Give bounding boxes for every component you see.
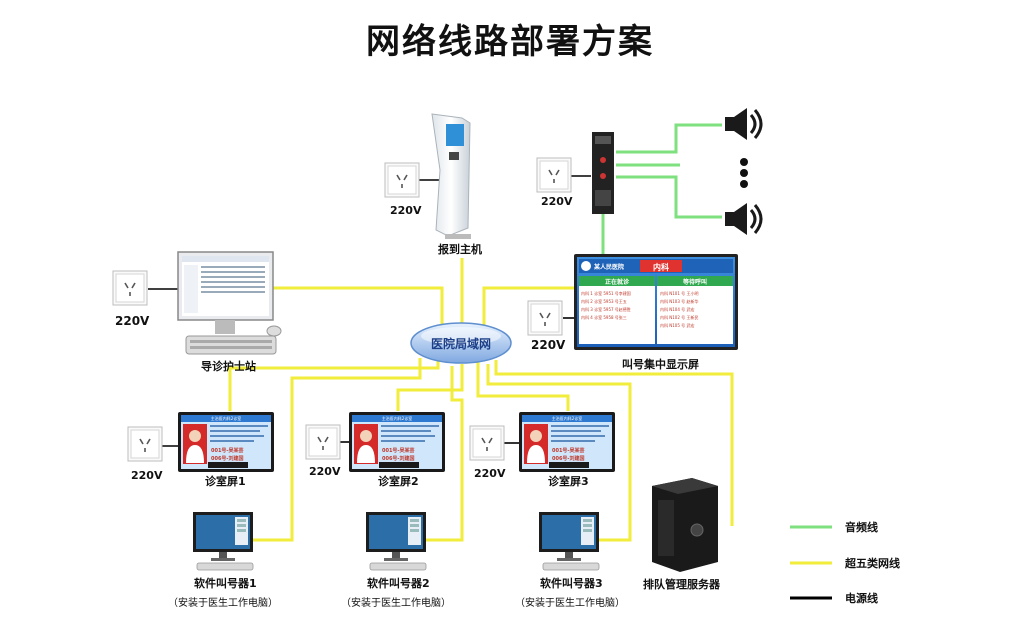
legend-label: 音频线: [845, 520, 878, 534]
caller3-label: 软件叫号器3: [540, 576, 603, 590]
room-screen-1: [127, 412, 274, 472]
room2-screen-header: 主治医内科2诊室: [382, 415, 413, 421]
caller1-label: 软件叫号器1: [194, 576, 257, 590]
amplifier: [536, 132, 614, 214]
nurse-station-label: 导诊护士站: [201, 359, 256, 373]
call-screen-hospital: 某人民医院: [594, 263, 624, 271]
audio-lines: [601, 123, 722, 255]
amplifier-voltage-label: 220V: [541, 195, 573, 208]
call-screen-dept: 内科: [653, 262, 669, 272]
caller-pc-3: [538, 511, 600, 571]
room3-screen-header: 主治医内科2诊室: [552, 415, 583, 421]
room3-line1: 001号-吴某芸: [552, 447, 585, 454]
caller2-label: 软件叫号器2: [367, 576, 430, 590]
legend-label: 超五类网线: [844, 556, 900, 570]
room2-label: 诊室屏2: [378, 474, 419, 488]
room-screen-2: [305, 412, 445, 472]
kiosk-label: 报到主机: [438, 242, 482, 256]
speaker-icon: [723, 201, 763, 237]
room-screen-3: [469, 412, 615, 472]
computer-icon: [538, 511, 600, 571]
call-left-row: 内科 4 诊室 5958 号张三: [581, 314, 627, 320]
nurse-voltage-label: 220V: [115, 314, 150, 328]
call-screen-col-left: 正在就诊: [605, 278, 630, 286]
room1-voltage-label: 220V: [131, 469, 163, 482]
computer-icon: [365, 511, 427, 571]
kiosk-voltage-label: 220V: [390, 204, 422, 217]
caller1-note: （安装于医生工作电脑）: [168, 596, 278, 609]
call-left-row: 内科 2 诊室 5953 号王五: [581, 298, 627, 304]
room1-line2: 006号-刘建国: [211, 455, 244, 462]
caller3-note: （安装于医生工作电脑）: [515, 596, 625, 609]
hub-label: 医院局域网: [431, 336, 491, 351]
network-lines: [228, 258, 734, 542]
room3-voltage-label: 220V: [474, 467, 506, 480]
power-outlet-icon: [305, 424, 341, 460]
power-outlet-icon: [384, 162, 420, 198]
computer-icon: [192, 511, 254, 571]
hospital-lan-hub: [410, 322, 512, 364]
call-display-screen: [527, 254, 738, 350]
caller-pc-2: [365, 511, 427, 571]
room2-line2: 006号-刘建国: [382, 455, 415, 462]
room1-label: 诊室屏1: [205, 474, 246, 488]
legend: 音频线 超五类网线 电源线: [790, 520, 900, 605]
power-outlet-icon: [112, 270, 148, 306]
queue-server: [652, 478, 718, 572]
call-right-row: 内科 N105 号 武宏: [660, 322, 694, 328]
call-screen-voltage-label: 220V: [531, 338, 566, 352]
nurse-station: [112, 251, 282, 355]
room1-line1: 001号-吴某芸: [211, 447, 244, 454]
speakers: [723, 106, 763, 237]
room2-voltage-label: 220V: [309, 465, 341, 478]
power-outlet-icon: [536, 157, 572, 193]
call-right-row: 内科 N102 号 王新民: [660, 314, 698, 320]
caller2-note: （安装于医生工作电脑）: [341, 596, 451, 609]
call-right-row: 内科 N101 号 王小明: [660, 290, 698, 296]
power-outlet-icon: [527, 300, 563, 336]
room2-line1: 001号-吴某芸: [382, 447, 415, 454]
call-screen-col-right: 等待呼叫: [682, 278, 707, 286]
call-right-row: 内科 N103 号 赵新华: [660, 298, 698, 304]
call-screen-label: 叫号集中显示屏: [622, 357, 699, 371]
legend-label: 电源线: [845, 591, 878, 605]
kiosk: [384, 113, 471, 239]
server-label: 排队管理服务器: [643, 577, 721, 591]
room3-label: 诊室屏3: [548, 474, 589, 488]
caller-pc-1: [192, 511, 254, 571]
power-outlet-icon: [469, 425, 505, 461]
call-left-row: 内科 3 诊室 5957 号赵德胜: [581, 306, 631, 312]
room1-screen-header: 主治医内科2诊室: [211, 415, 242, 421]
call-left-row: 内科 1 诊室 5951 号李建国: [581, 290, 631, 296]
power-outlet-icon: [127, 426, 163, 462]
call-right-row: 内科 N104 号 武宏: [660, 306, 694, 312]
power-lines: [148, 175, 591, 447]
page-title: 网络线路部署方案: [366, 22, 654, 62]
room3-line2: 006号-刘建国: [552, 455, 585, 462]
speaker-icon: [723, 106, 763, 142]
